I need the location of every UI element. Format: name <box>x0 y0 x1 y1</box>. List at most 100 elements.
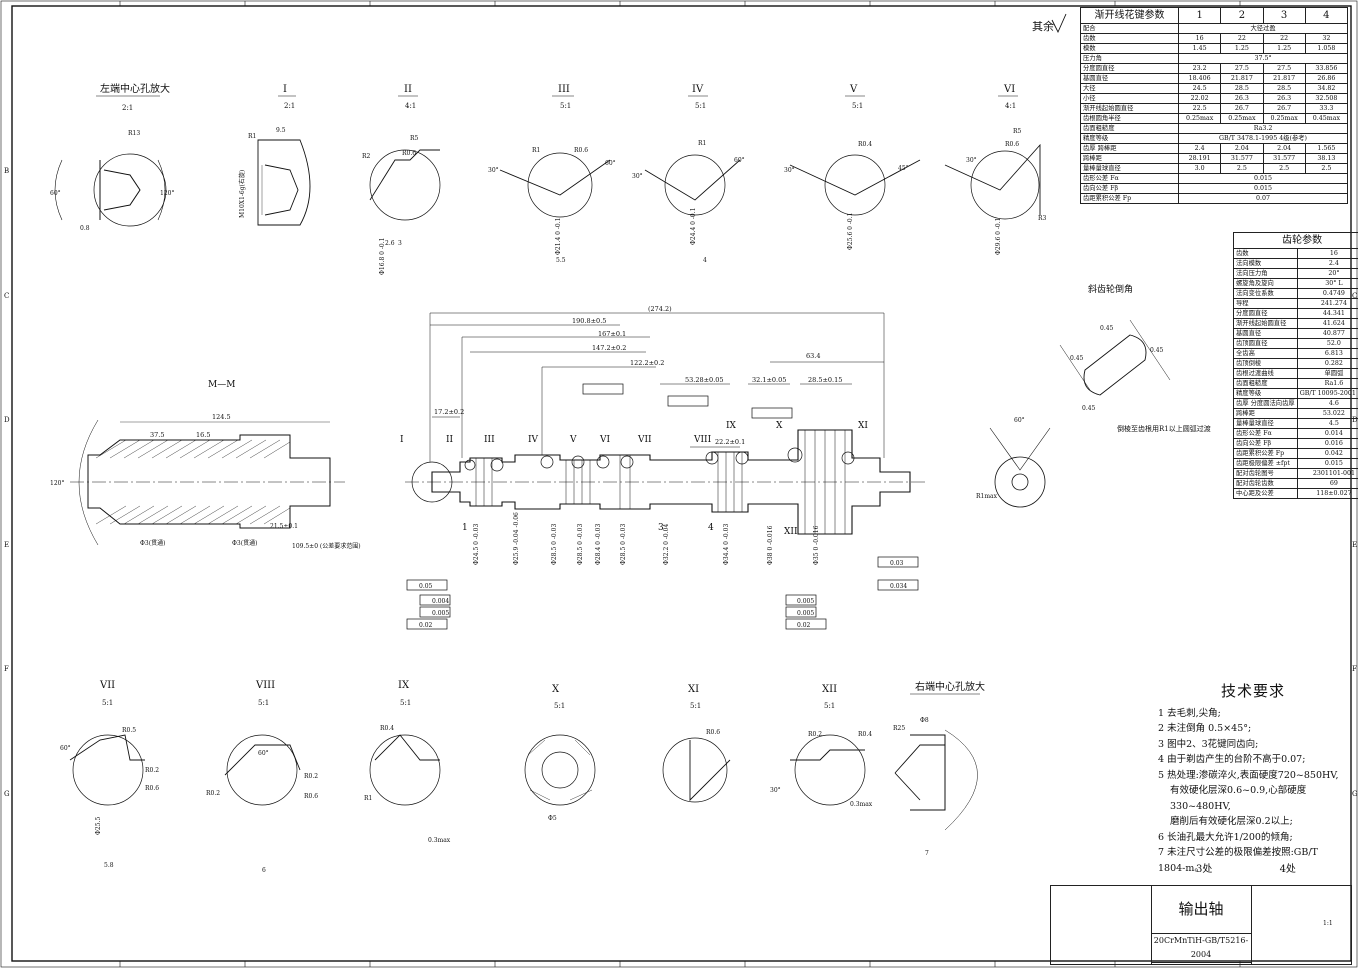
svg-text:Φ21.4 0 -0.1: Φ21.4 0 -0.1 <box>555 218 562 255</box>
svg-text:0.05: 0.05 <box>419 583 433 590</box>
svg-text:Φ28.5 0 -0.03: Φ28.5 0 -0.03 <box>620 524 627 565</box>
svg-text:5:1: 5:1 <box>258 699 269 707</box>
svg-text:63.4: 63.4 <box>806 352 820 360</box>
row-value: 32.508 <box>1305 94 1347 104</box>
row-value: 26.3 <box>1263 94 1305 104</box>
svg-text:XI: XI <box>688 684 699 695</box>
row-value: GB/T 10095-2001 7级 <box>1297 389 1358 399</box>
svg-text:5.8: 5.8 <box>104 862 114 869</box>
row-value: 118±0.027 <box>1297 489 1358 499</box>
row-value: 26.7 <box>1221 104 1263 114</box>
svg-text:R1: R1 <box>364 795 372 802</box>
svg-text:F: F <box>1352 665 1357 673</box>
svg-text:Φ38 0 -0.016: Φ38 0 -0.016 <box>767 525 774 565</box>
svg-text:30°: 30° <box>632 173 643 180</box>
svg-text:190.8±0.5: 190.8±0.5 <box>572 317 606 325</box>
row-value: 41.624 <box>1297 319 1358 329</box>
svg-text:B: B <box>4 167 9 175</box>
row-value: 3.0 <box>1179 164 1221 174</box>
svg-text:G: G <box>1352 790 1358 798</box>
row-label: 压力角 <box>1081 54 1179 64</box>
title-block: 输出轴 20CrMnTiH-GB/T5216-2004 1:1 <box>1050 885 1352 965</box>
detail-VIII-view: VIII 5:1 60° R0.2 R0.2 R0.6 6 <box>206 680 318 874</box>
svg-text:VII: VII <box>99 680 115 691</box>
row-value: 22 <box>1221 34 1263 44</box>
svg-text:Φ32.2 0 -0.04: Φ32.2 0 -0.04 <box>663 524 670 565</box>
row-value: 0.016 <box>1297 439 1358 449</box>
svg-text:Φ35 0 -0.016: Φ35 0 -0.016 <box>813 525 820 565</box>
row-label: 螺旋角及旋向 <box>1234 279 1298 289</box>
svg-text:109.5±0 (公差要求范围): 109.5±0 (公差要求范围) <box>292 542 361 550</box>
row-label: 齿根过渡曲线 <box>1234 369 1298 379</box>
svg-text:5:1: 5:1 <box>695 102 706 110</box>
gear-title: 齿轮参数 <box>1234 233 1358 249</box>
row-value: 0.042 <box>1297 449 1358 459</box>
svg-text:IV: IV <box>692 84 704 95</box>
row-label: 齿顶倒棱 <box>1234 359 1298 369</box>
svg-text:124.5: 124.5 <box>212 413 231 421</box>
row-label: 法向变位系数 <box>1234 289 1298 299</box>
svg-text:XII: XII <box>784 527 798 537</box>
svg-text:167±0.1: 167±0.1 <box>598 330 626 338</box>
row-label: 配对齿轮图号 <box>1234 469 1298 479</box>
svg-text:(274.2): (274.2) <box>648 305 672 313</box>
svg-text:0.3max: 0.3max <box>428 837 451 844</box>
svg-text:R0.4: R0.4 <box>858 731 872 738</box>
row-label: 基圆直径 <box>1081 74 1179 84</box>
main-shaft-view <box>405 313 925 534</box>
dimension-lines <box>430 313 884 462</box>
detail-II-view: II 4:1 R2 R0.6 R5 2.6 3 Φ16.8 0 -0.1 <box>362 84 440 275</box>
row-value: 2.04 <box>1221 144 1263 154</box>
row-value: 1.25 <box>1263 44 1305 54</box>
row-value: 0.25max <box>1263 114 1305 124</box>
svg-text:R1: R1 <box>532 147 540 154</box>
mark-4: 4处 <box>1280 864 1296 875</box>
svg-text:I: I <box>400 435 404 445</box>
row-value: 23.2 <box>1179 64 1221 74</box>
svg-text:22.2±0.1: 22.2±0.1 <box>715 438 745 446</box>
row-label: 精度等级 <box>1234 389 1298 399</box>
svg-text:R13: R13 <box>128 130 140 137</box>
svg-text:R0.6: R0.6 <box>145 785 159 792</box>
row-value: 2301101-001 <box>1297 469 1358 479</box>
row-value: 21.817 <box>1221 74 1263 84</box>
left-center-scale: 2:1 <box>122 104 133 112</box>
svg-text:147.2±0.2: 147.2±0.2 <box>592 344 626 352</box>
svg-text:R0.6: R0.6 <box>304 793 318 800</box>
tech-item: 2 未注倒角 0.5×45°; <box>1158 721 1348 737</box>
svg-text:E: E <box>4 541 9 549</box>
row-value: 0.25max <box>1221 114 1263 124</box>
svg-text:I: I <box>283 84 287 95</box>
svg-text:2:1: 2:1 <box>284 102 295 110</box>
svg-text:IX: IX <box>726 421 737 431</box>
tech-item: 4 由于剃齿产生的台阶不高于0.07; <box>1158 752 1348 768</box>
svg-text:120°: 120° <box>160 190 174 197</box>
row-value: 16 <box>1297 249 1358 259</box>
row-value: 4.5 <box>1297 419 1358 429</box>
svg-text:V: V <box>849 84 858 95</box>
row-label: 精度等级 <box>1081 134 1179 144</box>
row-label: 齿形公差 Fα <box>1081 174 1179 184</box>
row-value: 0.25max <box>1179 114 1221 124</box>
left-center-hole-view: 左端中心孔放大 2:1 60° 120° R13 0.8 <box>50 82 174 232</box>
tech-item: 磨削后有效硬化层深0.2以上; <box>1158 814 1348 830</box>
svg-text:3: 3 <box>398 240 402 247</box>
svg-text:C: C <box>4 292 9 300</box>
svg-text:右端中心孔放大: 右端中心孔放大 <box>915 680 985 693</box>
zone-ticks <box>120 1 1240 967</box>
svg-text:VIII: VIII <box>693 435 712 445</box>
row-value: 0.4749 <box>1297 289 1358 299</box>
row-value: 0.015 <box>1179 174 1348 184</box>
svg-text:R0.6: R0.6 <box>574 147 588 154</box>
